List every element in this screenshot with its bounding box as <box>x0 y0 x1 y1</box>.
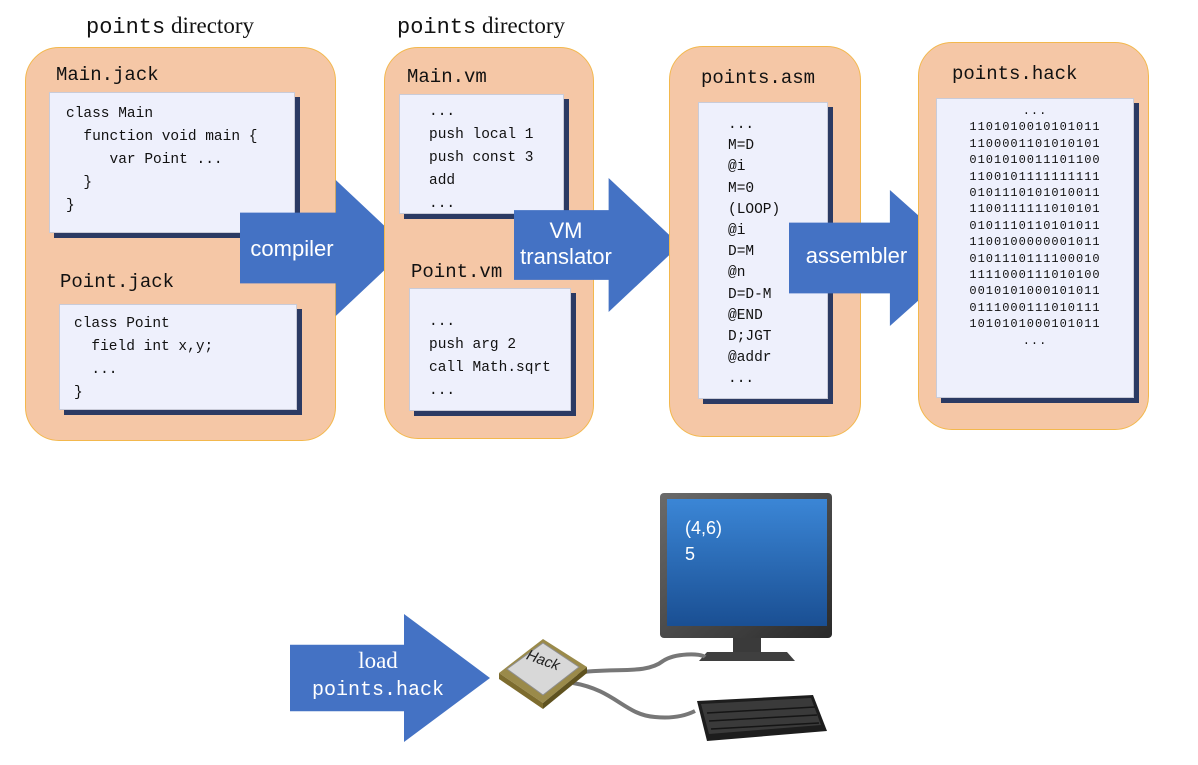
keyboard-cable <box>572 681 696 720</box>
assembler-label: assembler <box>805 243 908 268</box>
screen-line-2: 5 <box>685 544 696 564</box>
hack-line: ... <box>1022 104 1048 118</box>
hack-line: 0111000111010111 <box>969 300 1101 315</box>
hack-line: 0101010011101100 <box>969 153 1101 168</box>
point-jack-filename: Point.jack <box>60 271 175 293</box>
vm-translator-label: VM translator <box>520 218 612 269</box>
hack-line: 1101010010101011 <box>969 120 1101 135</box>
asm-line: M=0 <box>728 180 755 197</box>
asm-line: D=M <box>728 244 755 261</box>
main-jack-code: class Main function void main { var Poin… <box>66 106 258 214</box>
hack-filename: points.hack <box>952 63 1078 85</box>
point-vm-filename: Point.vm <box>411 261 503 283</box>
main-vm-code: ... push local 1 push const 3 add ... <box>429 104 534 212</box>
main-vm-code-card: ... push local 1 push const 3 add ... <box>399 94 564 214</box>
hack-line: 0101110111100010 <box>969 251 1101 266</box>
asm-line: M=D <box>728 138 755 155</box>
point-vm-code: ... push arg 2 call Math.sqrt ... <box>429 314 551 399</box>
asm-line: @i <box>728 223 746 240</box>
hack-line: ... <box>1022 333 1048 348</box>
hack-line: 1100101111111111 <box>969 169 1101 184</box>
asm-line: D;JGT <box>728 329 772 346</box>
hack-line: 0010101000101011 <box>969 284 1101 299</box>
asm-line: ... <box>728 117 755 133</box>
point-vm-code-card: ... push arg 2 call Math.sqrt ... <box>409 288 571 411</box>
hack-line: 0101110110101011 <box>969 218 1101 233</box>
hack-line: 1010101000101011 <box>969 317 1101 332</box>
stage2-directory-label: points directory <box>397 13 565 40</box>
hack-line: 1100001101010101 <box>969 136 1101 151</box>
asm-filename: points.asm <box>701 67 816 89</box>
load-filename: points.hack <box>311 679 445 702</box>
asm-line: ... <box>728 371 755 388</box>
compiler-label: compiler <box>250 236 334 261</box>
hack-line: 1100111111010101 <box>969 202 1101 217</box>
cpu-chip-icon <box>499 639 587 709</box>
load-label: load points.hack <box>290 646 466 706</box>
monitor-icon <box>660 493 832 661</box>
stage1-directory-label: points directory <box>86 13 254 40</box>
asm-line: D=D-M <box>728 286 772 303</box>
keyboard-icon <box>697 695 827 741</box>
hack-line: 1100100000001011 <box>969 235 1101 250</box>
hack-computer-illustration <box>499 493 832 741</box>
asm-line: (LOOP) <box>728 201 781 218</box>
hack-line: 1111000111010100 <box>969 268 1101 283</box>
monitor-screen-output: (4,6) 5 <box>685 515 722 567</box>
asm-line: @i <box>728 159 746 176</box>
asm-line: @addr <box>728 350 772 367</box>
asm-line: @n <box>728 265 746 282</box>
point-jack-code-card: class Point field int x,y; ... } <box>59 304 297 410</box>
hack-line: 0101110101010011 <box>969 186 1101 201</box>
monitor-cable <box>574 652 707 675</box>
screen-line-1: (4,6) <box>685 518 723 538</box>
main-jack-code-card: class Main function void main { var Poin… <box>49 92 295 233</box>
main-vm-filename: Main.vm <box>407 66 487 88</box>
point-jack-code: class Point field int x,y; ... } <box>74 316 214 401</box>
asm-line: @END <box>728 307 763 324</box>
main-jack-filename: Main.jack <box>56 64 159 86</box>
